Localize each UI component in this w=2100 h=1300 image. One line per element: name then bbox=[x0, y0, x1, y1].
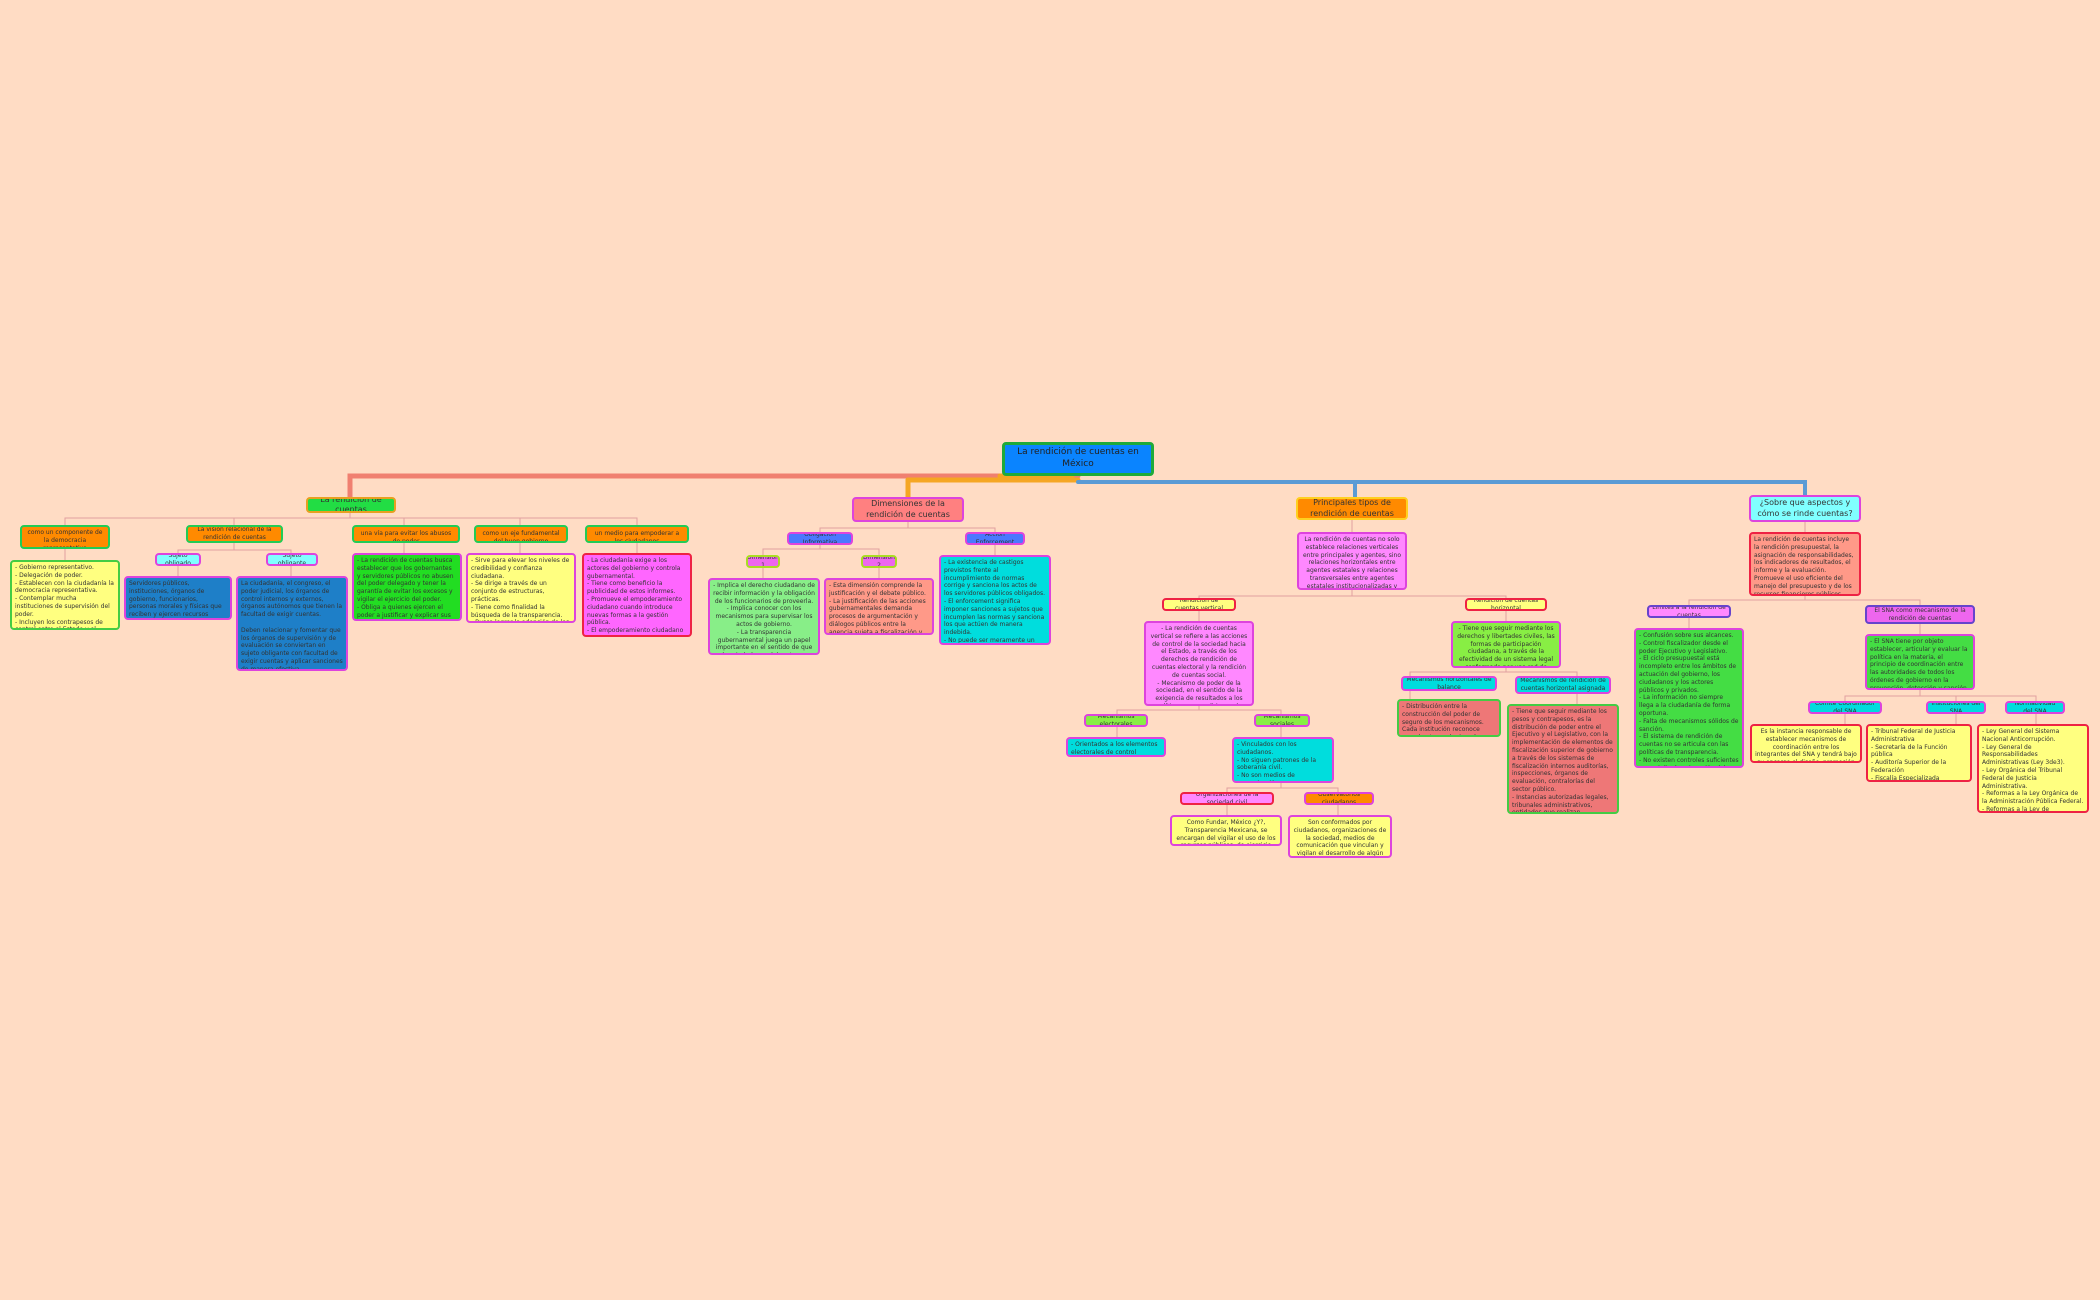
sec2-d1-body: - Implica el derecho ciudadano de recibi… bbox=[708, 578, 820, 655]
sec3-v-ob-title: Observatorios ciudadanos bbox=[1304, 792, 1374, 805]
sec3-h-b-body: - Distribución entre la construcción del… bbox=[1397, 699, 1501, 737]
sec4-cc-title: Comité Coordinador del SNA bbox=[1808, 701, 1882, 714]
sec3-h-body: - Tiene que seguir mediante los derechos… bbox=[1451, 621, 1561, 668]
sec2-b-title: Acción Enforcement bbox=[965, 532, 1025, 545]
sec1-c1-body: - Gobierno representativo. - Delegación … bbox=[10, 560, 120, 630]
sec4-norm-title: Normatividad del SNA bbox=[2005, 701, 2065, 714]
sec1-c5-body: - La ciudadanía exige a los actores del … bbox=[582, 553, 692, 637]
sec3-v-title: Rendición de cuentas vertical bbox=[1162, 598, 1236, 611]
sec1-c2-a-title: Sujeto obligado bbox=[155, 553, 201, 566]
sec1-c3-title: La rendición de cuentas como una vía par… bbox=[352, 525, 460, 543]
sec4-lim-title: Límites a la rendición de cuentas bbox=[1647, 605, 1731, 618]
sec3-v-o-title: Organizaciones de la sociedad civil bbox=[1180, 792, 1274, 805]
sec3-v-s-title: Mecanismos sociales bbox=[1254, 714, 1310, 727]
sec2-d2-body: - Esta dimensión comprende la justificac… bbox=[824, 578, 934, 635]
sec3-h-b-title: Mecanismos horizontales de balance bbox=[1401, 676, 1497, 691]
sec4-lim-body: - Confusión sobre sus alcances. - Contro… bbox=[1634, 628, 1744, 768]
sec2-d1-title: Dimensión 1 bbox=[746, 555, 780, 568]
sec1-title-node: La rendición de cuentas bbox=[306, 497, 396, 513]
sec4-cc-body: Es la instancia responsable de establece… bbox=[1750, 724, 1862, 763]
sec1-c1-title: La rendición de cuentas como un componen… bbox=[20, 525, 110, 549]
sec3-v-o-body: Como Fundar, México ¿Y?, Transparencia M… bbox=[1170, 815, 1282, 846]
sec3-v-ob-body: Son conformados por ciudadanos, organiza… bbox=[1288, 815, 1392, 858]
sec1-c2-a-body: Servidores públicos, instituciones, órga… bbox=[124, 576, 232, 620]
sec3-v-e-body: - Orientados a los elementos electorales… bbox=[1066, 737, 1166, 757]
root-node-title: La rendición de cuentas en México bbox=[1002, 442, 1154, 476]
sec2-title-node: Dimensiones de la rendición de cuentas bbox=[852, 497, 964, 522]
sec3-h-a-body: - Tiene que seguir mediante los pesos y … bbox=[1507, 704, 1619, 814]
sec4-norm-body: - Ley General del Sistema Nacional Antic… bbox=[1977, 724, 2089, 813]
sec2-d2-title: Dimensión 2 bbox=[861, 555, 897, 568]
sec1-c4-body: - Sirve para elevar los niveles de credi… bbox=[466, 553, 576, 623]
sec3-h-title: Rendición de cuentas horizontal bbox=[1465, 598, 1547, 611]
sec3-v-s-body: - Vinculados con los ciudadanos. - No si… bbox=[1232, 737, 1334, 783]
sec4-title-node: ¿Sobre que aspectos y cómo se rinde cuen… bbox=[1749, 495, 1861, 522]
sec1-c3-body: - La rendición de cuentas busca establec… bbox=[352, 553, 462, 621]
sec1-c2-b-body: La ciudadanía, el congreso, el poder jud… bbox=[236, 576, 348, 671]
sec1-c2-title: La visión relacional de la rendición de … bbox=[186, 525, 283, 543]
sec1-c5-title: La rendición de cuentas como un medio pa… bbox=[585, 525, 689, 543]
sec4-ins-body: - Tribunal Federal de Justicia Administr… bbox=[1866, 724, 1972, 782]
sec1-c2-b-title: Sujeto obligante bbox=[266, 553, 318, 566]
sec3-v-body: - La rendición de cuentas vertical se re… bbox=[1144, 621, 1254, 706]
sec2-b-body: - La existencia de castigos previstos fr… bbox=[939, 555, 1051, 645]
sec4-intro: La rendición de cuentas incluye la rendi… bbox=[1749, 532, 1861, 596]
sec4-ins-title: Instituciones del SNA bbox=[1926, 701, 1986, 714]
sec3-intro: La rendición de cuentas no solo establec… bbox=[1297, 532, 1407, 590]
sec3-title-node: Principales tipos de rendición de cuenta… bbox=[1296, 497, 1408, 520]
sec4-sna-title: El SNA como mecanismo de la rendición de… bbox=[1865, 605, 1975, 624]
sec1-c4-title: La rendición de cuentas como un eje fund… bbox=[474, 525, 568, 543]
sec3-v-e-title: Mecanismos electorales bbox=[1084, 714, 1148, 727]
sec3-h-a-title: Mecanismos de rendición de cuentas horiz… bbox=[1515, 676, 1611, 694]
sec2-a-title: Obligación Informativa bbox=[787, 532, 853, 545]
sec4-sna-body: - El SNA tiene por objeto establecer, ar… bbox=[1865, 634, 1975, 690]
